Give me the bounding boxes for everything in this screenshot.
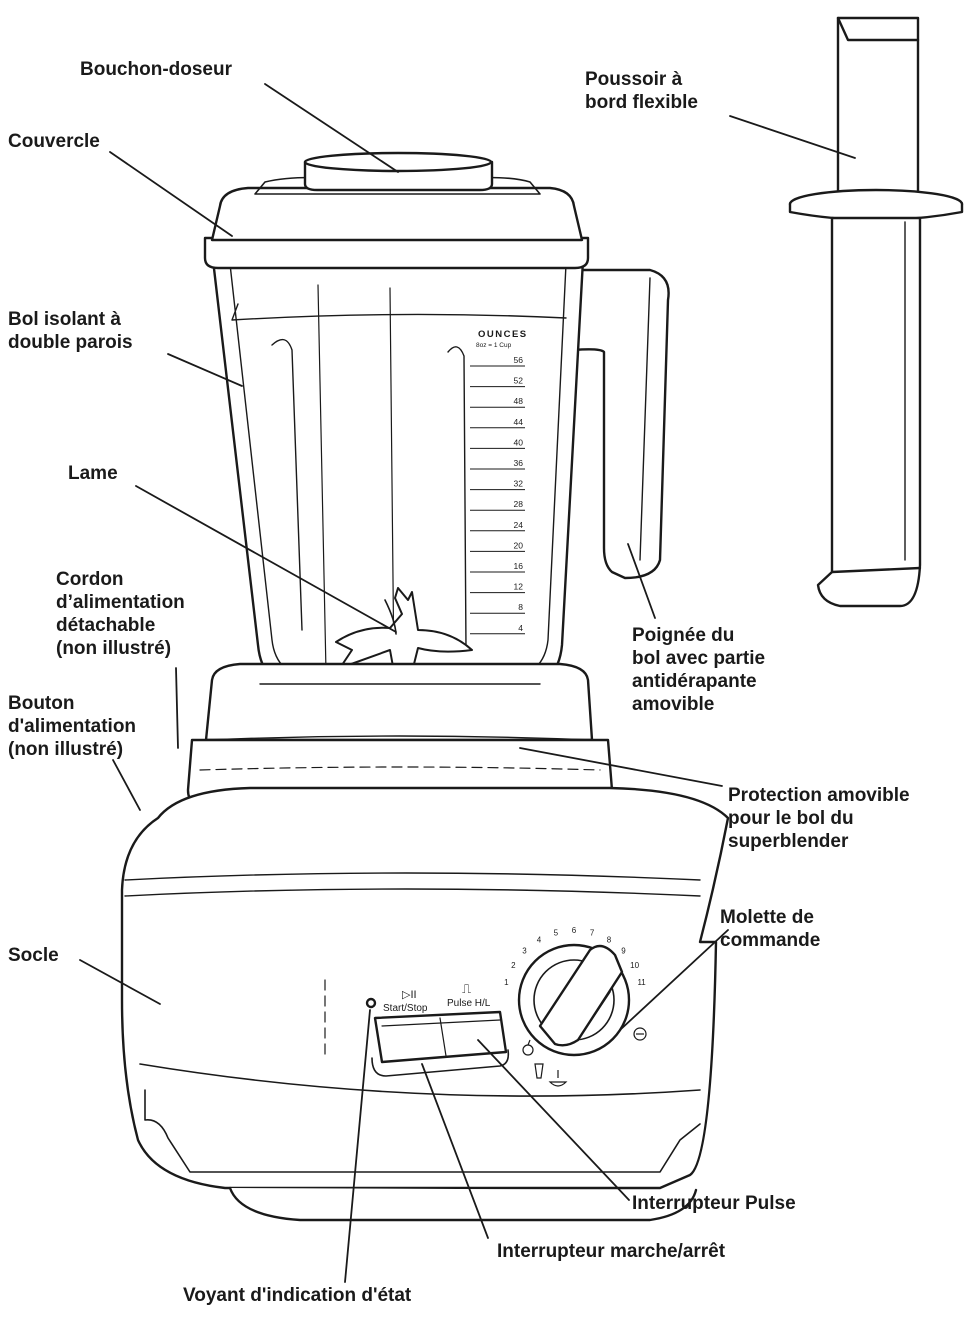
dial-number: 3: [522, 947, 527, 956]
dial-number: 10: [630, 961, 639, 970]
label-line: (non illustré): [56, 638, 172, 659]
label-couvercle: Couvercle: [8, 130, 100, 153]
pulse-label: Pulse H/L: [447, 998, 491, 1009]
label-line: Socle: [8, 945, 59, 966]
blender-lid: [203, 151, 590, 270]
graduation-label: 28: [514, 499, 524, 509]
graduation-unit-title: OUNCES: [478, 329, 528, 340]
label-line: Lame: [68, 463, 118, 484]
graduation-label: 52: [514, 376, 524, 386]
label-line: Poignée du: [632, 625, 735, 646]
label-bouchon-doseur: Bouchon-doseur: [80, 58, 232, 81]
label-line: Cordon: [56, 569, 124, 590]
dial-icons: [522, 1027, 647, 1087]
dial-number: 11: [637, 978, 646, 987]
graduation-label: 12: [514, 582, 524, 592]
label-line: Protection amovible: [728, 785, 910, 806]
dial-number: 1: [504, 978, 509, 987]
graduation-label: 48: [514, 396, 524, 406]
control-panel: ▷II Start/Stop ⎍ Pulse H/L: [383, 981, 491, 1014]
graduation-label: 36: [514, 458, 524, 468]
graduation-label: 20: [514, 540, 524, 550]
clean-icon: [633, 1027, 647, 1041]
label-line: antidérapante: [632, 671, 757, 692]
label-voyant: Voyant d'indication d'état: [183, 1284, 411, 1307]
label-line: (non illustré): [8, 739, 124, 760]
label-line: amovible: [632, 694, 715, 715]
soup-icon: [548, 1070, 568, 1087]
graduation-label: 4: [518, 623, 523, 633]
label-line: Poussoir à: [585, 69, 683, 90]
graduation-label: 32: [514, 479, 524, 489]
dial-number: 5: [554, 928, 559, 937]
dial-number: 7: [590, 928, 595, 937]
blender-jar: [211, 258, 670, 694]
label-line: détachable: [56, 615, 156, 636]
label-line: Voyant d'indication d'état: [183, 1285, 412, 1306]
label-line: superblender: [728, 831, 849, 852]
graduation-marks: 56 52 48 44 40 36 32 28 24 20 16 12 8 4: [470, 355, 525, 635]
glass-icon: [534, 1063, 544, 1079]
label-line: Interrupteur Pulse: [632, 1193, 796, 1214]
graduation-label: 56: [514, 355, 524, 365]
label-line: d’alimentation: [56, 592, 185, 613]
label-line: Molette de: [720, 907, 814, 928]
label-line: Couvercle: [8, 131, 100, 152]
pulse-symbol: ⎍: [462, 981, 471, 996]
label-interrupteur-marche: Interrupteur marche/arrêt: [497, 1240, 725, 1263]
graduation-unit-sub: 8oz = 1 Cup: [476, 342, 512, 349]
start-stop-label: Start/Stop: [383, 1003, 428, 1014]
dial-markings: 123 4 5 6 7 89 10 11: [504, 926, 646, 987]
label-interrupteur-pulse: Interrupteur Pulse: [632, 1192, 796, 1215]
graduation-label: 44: [514, 417, 524, 427]
label-line: Bouton: [8, 693, 75, 714]
jar-graduations: OUNCES 8oz = 1 Cup 565248444036322824201…: [470, 329, 528, 635]
apple-icon: [522, 1039, 534, 1056]
dial-number: 8: [607, 935, 612, 944]
start-stop-symbol: ▷II: [402, 989, 417, 1001]
graduation-label: 16: [514, 561, 524, 571]
label-line: Interrupteur marche/arrêt: [497, 1241, 726, 1262]
label-line: bol avec partie: [632, 648, 766, 669]
label-line: Bouchon-doseur: [80, 59, 232, 80]
tamper: [788, 16, 964, 608]
blender-base: [120, 786, 730, 1222]
label-line: bord flexible: [585, 92, 698, 113]
label-line: double parois: [8, 332, 133, 353]
dial-number: 2: [511, 961, 516, 970]
leader-lines: [79, 83, 856, 1283]
dial-number: 9: [621, 947, 626, 956]
label-line: d'alimentation: [8, 716, 137, 737]
dial-number: 4: [537, 935, 542, 944]
jar-pad: [186, 662, 614, 810]
label-line: pour le bol du: [728, 808, 854, 829]
graduation-label: 24: [514, 520, 524, 530]
graduation-label: 40: [514, 437, 524, 447]
label-socle: Socle: [8, 944, 59, 967]
label-line: commande: [720, 930, 821, 951]
label-line: Bol isolant à: [8, 309, 121, 330]
graduation-label: 8: [518, 602, 523, 612]
label-lame: Lame: [68, 462, 118, 485]
dial-number: 6: [572, 926, 577, 935]
